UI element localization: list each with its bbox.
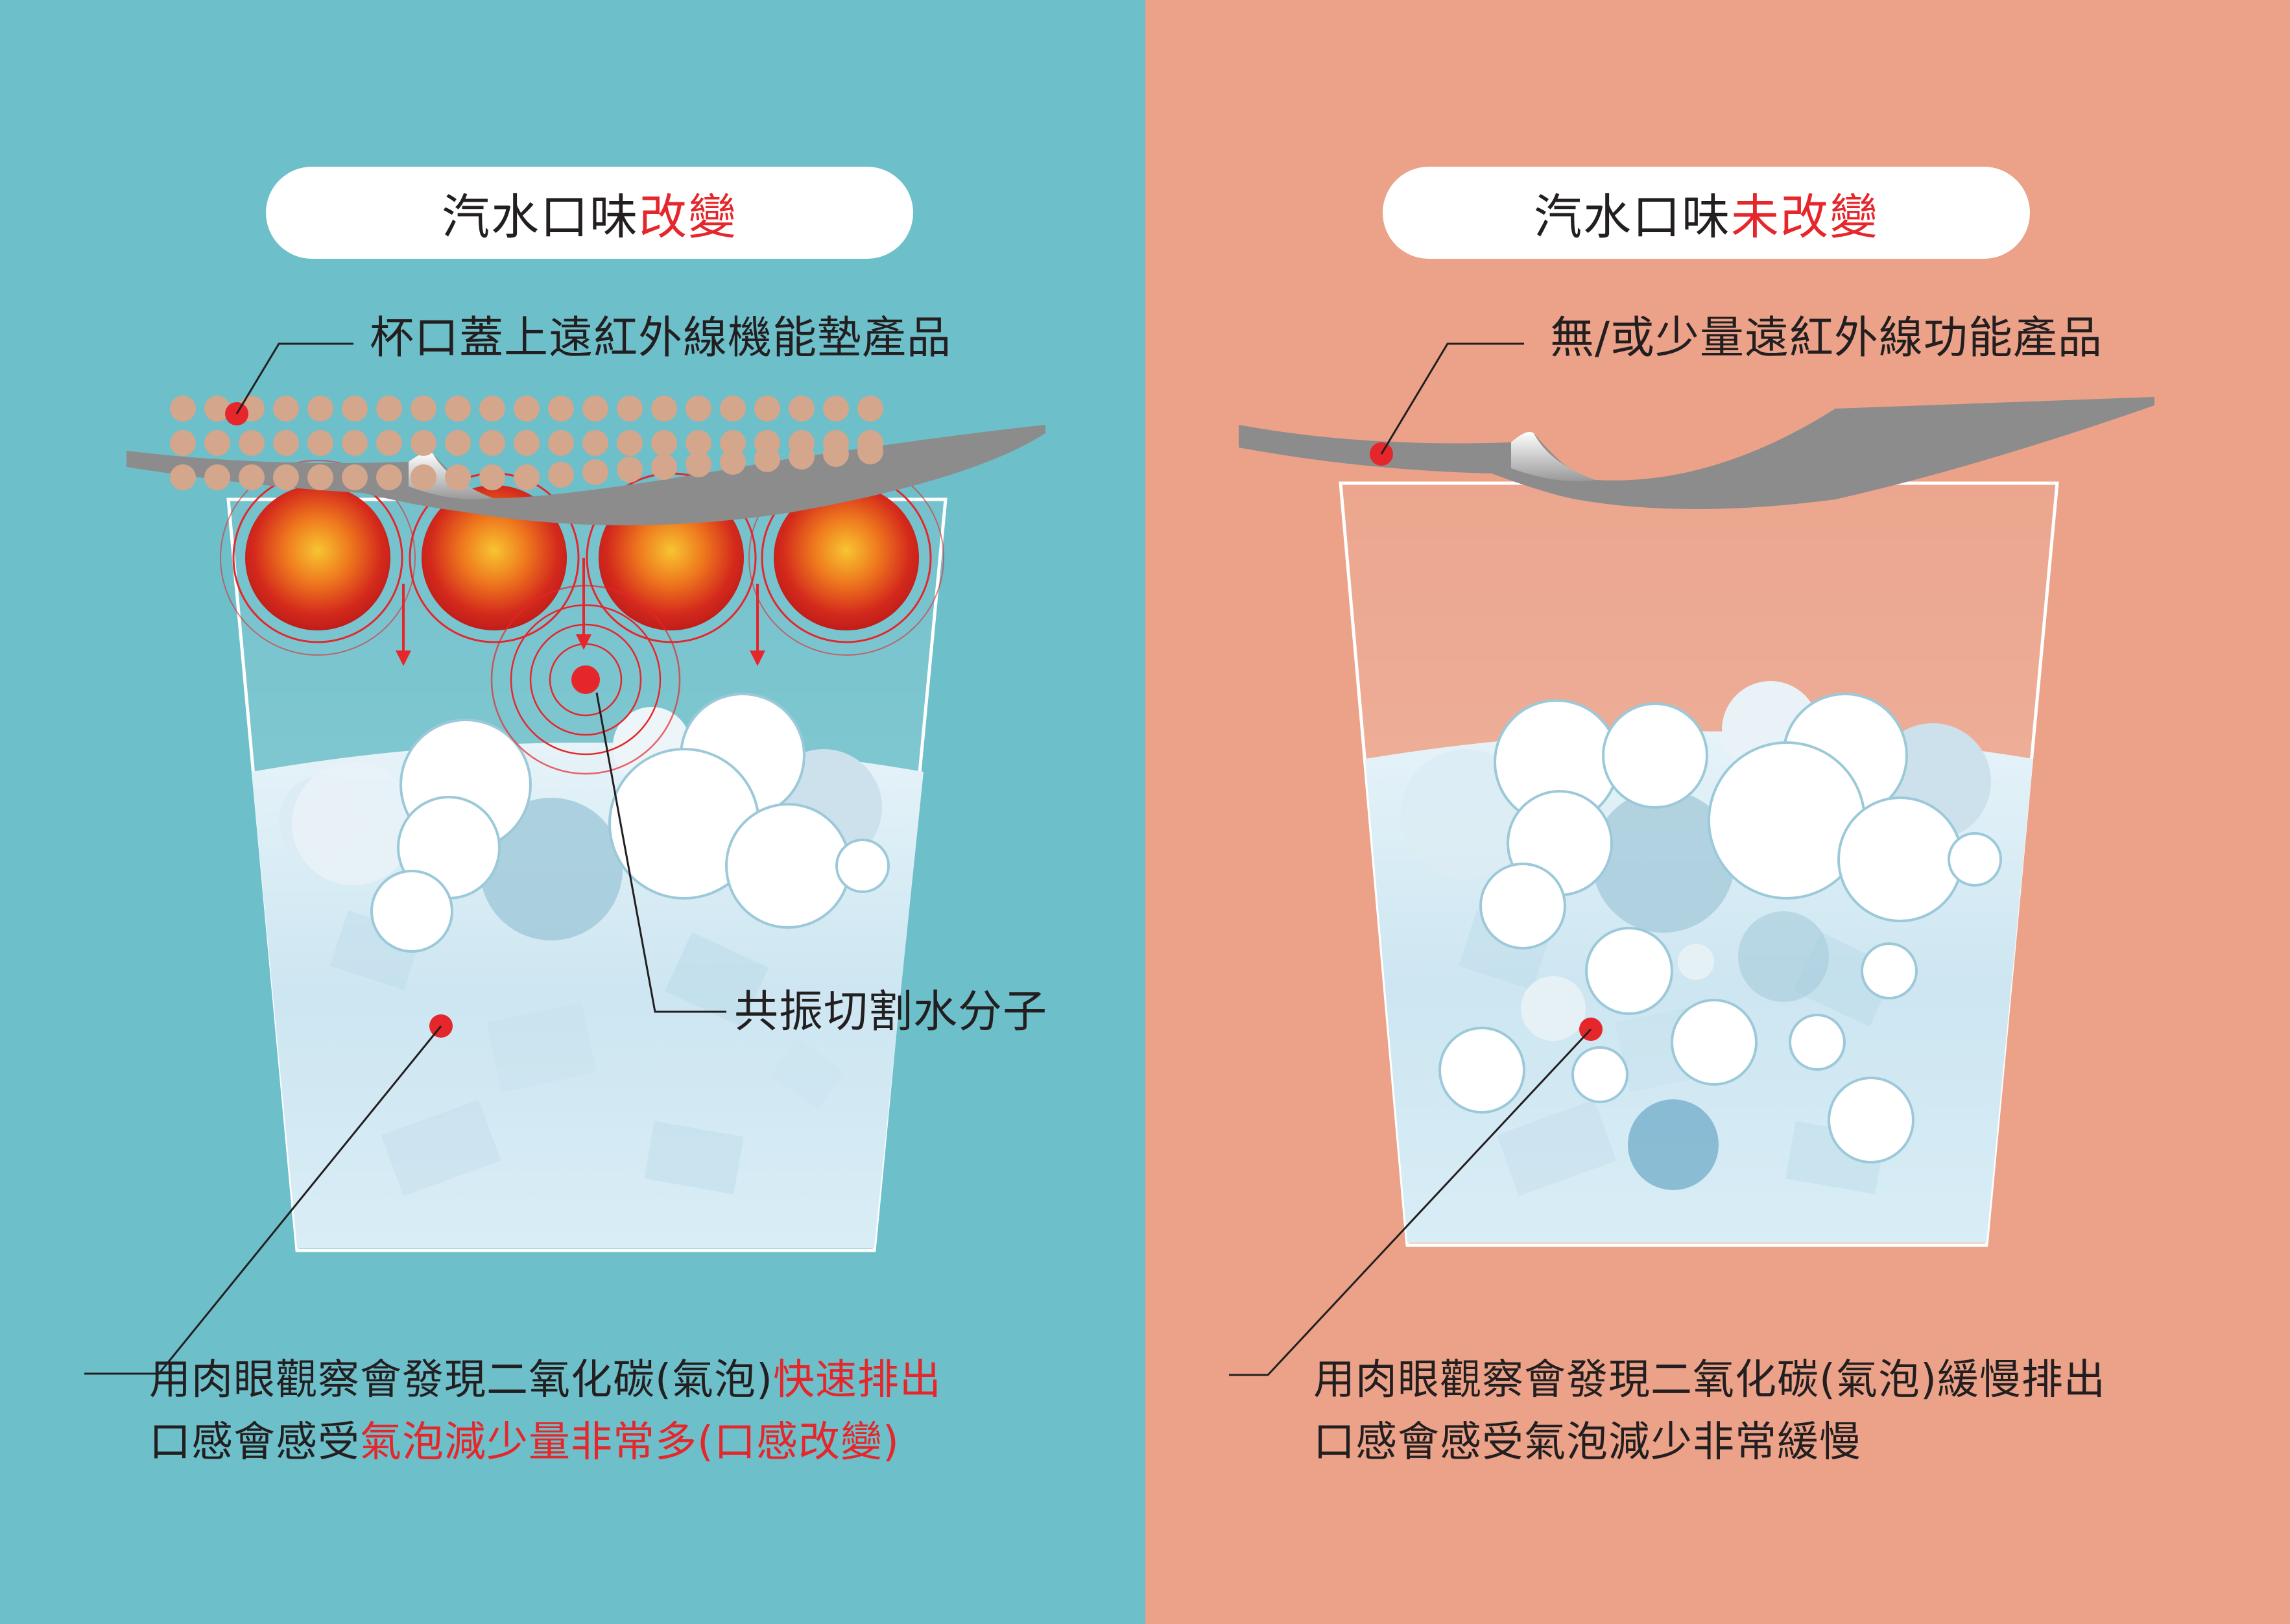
mat-dot <box>857 438 883 464</box>
mat-dot <box>479 430 505 456</box>
mat-dot <box>651 454 677 480</box>
left-mat-label: 杯口蓋上遠紅外線機能墊產品 <box>370 313 952 364</box>
mat-dot <box>342 430 368 456</box>
mat-dot <box>170 430 196 456</box>
mat-dot <box>514 396 540 422</box>
mat-dot <box>548 396 574 422</box>
right-title-highlight: 未改變 <box>1731 189 1879 245</box>
mat-dot <box>411 464 436 490</box>
mat-dot <box>617 457 643 483</box>
mat-dot <box>411 430 436 456</box>
resonance-label: 共振切割水分子 <box>734 986 1048 1038</box>
mat-dot <box>789 444 815 470</box>
mat-dot <box>239 430 265 456</box>
mat-dot <box>307 430 333 456</box>
mat-dot <box>548 430 574 456</box>
left-caption: 用肉眼觀察會發現二氧化碳(氣泡)快速排出 口感會感受氣泡減少量非常多(口感改變) <box>149 1349 942 1474</box>
mat-dot <box>342 396 368 422</box>
mat-dot <box>445 464 471 490</box>
mat-dot <box>307 396 333 422</box>
mat-dot <box>789 396 815 422</box>
mat-dot <box>617 396 643 422</box>
mat-dot <box>514 430 540 456</box>
mat-dot <box>754 396 780 422</box>
mat-dot <box>720 430 746 456</box>
left-title-plain: 汽水口味 <box>442 189 639 245</box>
mat-dot <box>686 396 711 422</box>
mat-dot <box>307 464 333 490</box>
mat-dot <box>170 396 196 422</box>
right-mat <box>1239 397 2154 509</box>
left-caption-line2: 口感會感受氣泡減少量非常多(口感改變) <box>149 1418 900 1466</box>
right-title-plain: 汽水口味 <box>1534 189 1731 245</box>
resonance-rings <box>490 584 681 775</box>
left-cup <box>84 342 1045 1375</box>
mat-dot <box>273 464 299 490</box>
mat-dot <box>651 396 677 422</box>
resonance-dot <box>571 665 600 694</box>
right-caption-line2: 口感會感受氣泡減少非常緩慢 <box>1313 1418 1861 1466</box>
mat-dot-grid <box>170 396 883 490</box>
mat-dot <box>582 430 608 456</box>
left-title-highlight: 改變 <box>639 189 737 245</box>
mat-dot <box>204 430 230 456</box>
right-bubbles <box>1401 681 2002 1190</box>
mat-dot <box>445 430 471 456</box>
mat-dot <box>686 451 711 477</box>
left-bubbles <box>279 693 890 953</box>
mat-dot <box>514 464 540 490</box>
right-mat-label: 無/或少量遠紅外線功能產品 <box>1550 313 2103 364</box>
mat-dot <box>273 430 299 456</box>
mat-dot <box>823 396 849 422</box>
mat-dot <box>720 449 746 475</box>
mat-dot <box>582 396 608 422</box>
right-caption-line1: 用肉眼觀察會發現二氧化碳(氣泡)緩慢排出 <box>1313 1356 2106 1404</box>
mat-dot <box>754 446 780 472</box>
mat-dot <box>617 430 643 456</box>
mat-dot <box>479 464 505 490</box>
mat-dot <box>376 430 402 456</box>
left-mat-leader-line <box>235 342 353 414</box>
right-title-pill: 汽水口味未改變 <box>1383 167 2030 259</box>
mat-dot <box>651 430 677 456</box>
mat-dot <box>204 396 230 422</box>
mat-dot <box>479 396 505 422</box>
right-caption: 用肉眼觀察會發現二氧化碳(氣泡)緩慢排出 口感會感受氣泡減少非常緩慢 <box>1313 1349 2106 1474</box>
mat-dot <box>445 396 471 422</box>
mat-dot <box>548 462 574 488</box>
mat-dot <box>582 459 608 485</box>
mat-dot <box>342 464 368 490</box>
mat-dot <box>857 396 883 422</box>
right-water-leader-line <box>1229 1028 1592 1376</box>
mat-dot <box>170 464 196 490</box>
mat-dot <box>376 464 402 490</box>
left-water-leader-line <box>84 1025 442 1375</box>
heat-arrows <box>396 558 765 666</box>
right-mat-leader-line <box>1380 342 1524 455</box>
mat-dot <box>204 464 230 490</box>
mat-dot <box>720 396 746 422</box>
left-caption-line1: 用肉眼觀察會發現二氧化碳(氣泡)快速排出 <box>149 1356 942 1404</box>
left-title-pill: 汽水口味改變 <box>266 167 913 259</box>
mat-dot <box>411 396 436 422</box>
mat-dot <box>686 430 711 456</box>
mat-dot <box>823 441 849 467</box>
left-mat <box>126 396 1045 525</box>
resonance-leader-line <box>595 692 726 1013</box>
right-cup <box>1229 342 2154 1376</box>
mat-dot <box>273 396 299 422</box>
mat-dot <box>239 464 265 490</box>
mat-dot <box>376 396 402 422</box>
